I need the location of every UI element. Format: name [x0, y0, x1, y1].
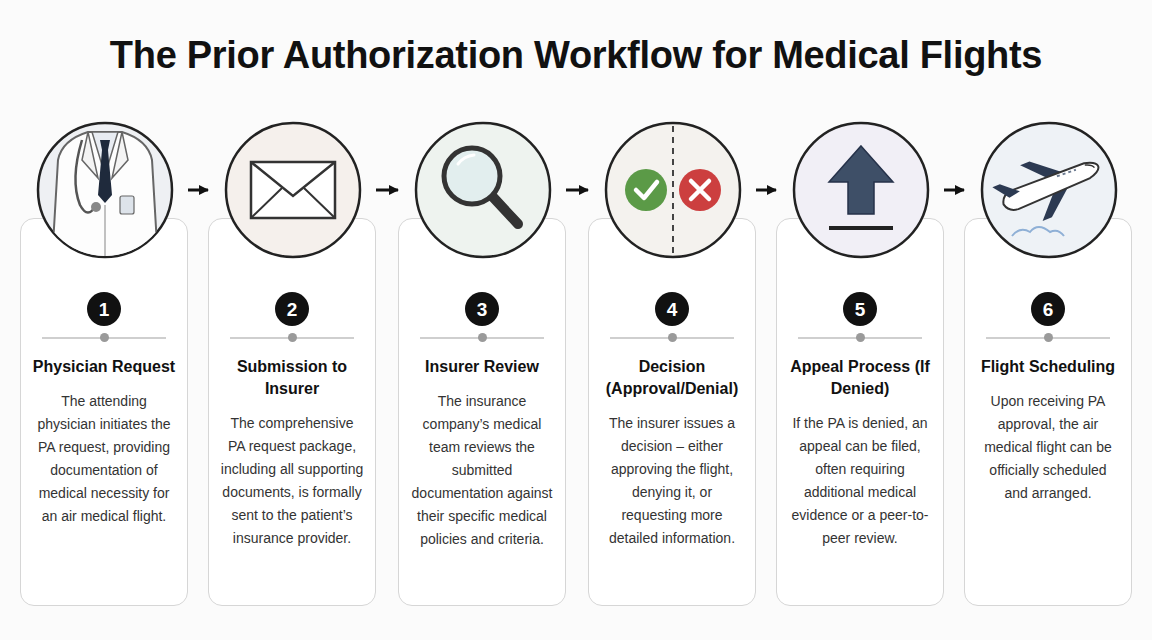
step-heading: Insurer Review: [406, 356, 558, 378]
step-heading: Flight Scheduling: [972, 356, 1124, 378]
step-card: Flight SchedulingUpon receiving PA appro…: [964, 122, 1132, 606]
flow-arrow: [566, 189, 588, 192]
step-card: Physician RequestThe attending physician…: [20, 122, 188, 606]
flow-arrow: [188, 189, 208, 192]
step-heading: Appeal Process (If Denied): [784, 356, 936, 400]
magnifier-icon: [416, 123, 550, 257]
card-content: Submission to InsurerThe comprehensive P…: [216, 356, 368, 550]
divider-dot: [100, 333, 109, 342]
step-description: If the PA is denied, an appeal can be fi…: [784, 412, 936, 550]
card-outline: [398, 218, 566, 606]
step-description: Upon receiving PA approval, the air medi…: [972, 390, 1124, 505]
card-outline: [964, 218, 1132, 606]
card-content: Decision (Approval/Denial) The insurer is…: [596, 356, 748, 550]
divider-dot: [1044, 333, 1053, 342]
step-number-badge: 4: [655, 292, 689, 326]
step-heading: Decision (Approval/Denial): [596, 356, 748, 400]
step-card: Decision (Approval/Denial) The insurer is…: [588, 122, 756, 606]
decision-icon: [606, 123, 740, 257]
flow-arrow: [756, 189, 776, 192]
step-number-badge: 3: [465, 292, 499, 326]
flow-arrow: [376, 189, 398, 192]
diagram-title: The Prior Authorization Workflow for Med…: [0, 34, 1152, 77]
step-card: Insurer ReviewThe insurance company’s me…: [398, 122, 566, 606]
step-number-badge: 6: [1031, 292, 1065, 326]
step-description: The attending physician initiates the PA…: [28, 390, 180, 528]
callout-number: 4: [667, 300, 678, 319]
step-number-badge: 5: [843, 292, 877, 326]
step-description: The insurer issues a decision – either a…: [596, 412, 748, 550]
physician-icon: [38, 123, 172, 262]
card-outline: [776, 218, 944, 606]
card-outline: [588, 218, 756, 606]
airplane-icon: [982, 123, 1116, 257]
callout-number: 6: [1043, 300, 1054, 319]
envelope-icon: [226, 123, 360, 257]
step-number-badge: 1: [87, 292, 121, 326]
callout-number: 1: [99, 300, 110, 319]
card-content: Flight SchedulingUpon receiving PA appro…: [972, 356, 1124, 505]
step-heading: Submission to Insurer: [216, 356, 368, 400]
step-heading: Physician Request: [28, 356, 180, 378]
step-description: The insurance company’s medical team rev…: [406, 390, 558, 551]
step-number-badge: 2: [275, 292, 309, 326]
step-card: Appeal Process (If Denied) If the PA is d…: [776, 122, 944, 606]
card-content: Insurer ReviewThe insurance company’s me…: [406, 356, 558, 551]
divider-dot: [288, 333, 297, 342]
divider-dot: [478, 333, 487, 342]
card-outline: [20, 218, 188, 606]
upload-arrow-icon: [794, 123, 928, 257]
step-description: The comprehensive PA request package, in…: [216, 412, 368, 550]
callout-number: 3: [477, 300, 488, 319]
divider-dot: [668, 333, 677, 342]
flow-arrow: [944, 189, 964, 192]
card-content: Physician RequestThe attending physician…: [28, 356, 180, 528]
card-content: Appeal Process (If Denied) If the PA is d…: [784, 356, 936, 550]
callout-number: 5: [855, 300, 866, 319]
step-card: Submission to InsurerThe comprehensive P…: [208, 122, 376, 606]
card-outline: [208, 218, 376, 606]
divider-dot: [856, 333, 865, 342]
callout-number: 2: [287, 300, 298, 319]
